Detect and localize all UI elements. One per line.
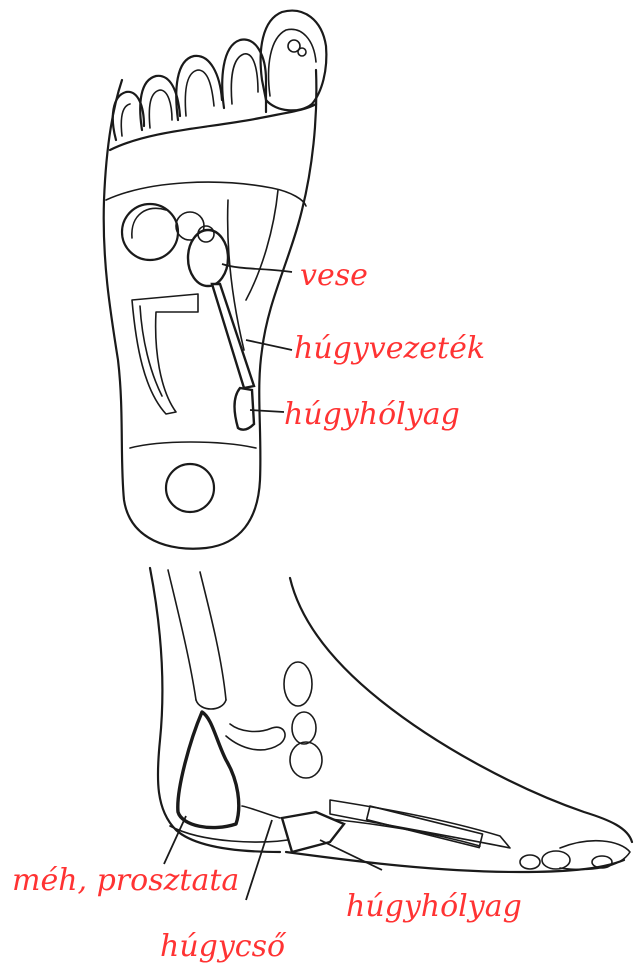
leader-hugycso: [246, 820, 272, 900]
toe-joint-2: [520, 855, 540, 869]
solar-plexus-inner: [132, 208, 166, 238]
intestine-inner: [140, 306, 162, 396]
label-hugyvezetek: húgyvezeték: [294, 331, 485, 366]
leader-meh-prosztata: [164, 816, 186, 864]
solar-plexus-zone: [122, 204, 178, 260]
toe-joint-1: [542, 851, 570, 869]
urethra-zone: [242, 806, 280, 818]
leader-hugyvezetek: [246, 340, 292, 350]
big-toe-inner: [269, 29, 316, 96]
ureter-zone: [212, 284, 254, 388]
label-meh-prosztata: méh, prosztata: [12, 863, 239, 898]
cuboid: [290, 742, 322, 778]
talus: [284, 662, 312, 706]
fourth-toe-inner: [149, 90, 172, 128]
kidney-zone: [188, 230, 228, 286]
tibia-end: [196, 700, 226, 709]
little-toe-inner: [121, 104, 130, 136]
metatarsal-1: [330, 800, 510, 848]
intestine-zone: [132, 294, 198, 414]
second-toe-inner: [231, 54, 258, 104]
third-toe-inner: [185, 70, 214, 116]
leader-hugyholyag-top: [250, 410, 284, 412]
sole-outline: [104, 70, 317, 549]
bladder-zone-sole: [235, 388, 255, 430]
heel-arc: [130, 442, 256, 448]
big-toe-spot-2: [298, 48, 306, 56]
leader-hugyholyag-bottom: [320, 840, 382, 870]
lateral-arc: [246, 190, 278, 300]
second-toe: [222, 39, 266, 112]
side-view: [150, 568, 632, 900]
tibia-2: [200, 572, 226, 700]
tibia: [168, 570, 196, 700]
foot-bottom: [286, 852, 624, 872]
uterus-prostate-zone: [178, 712, 239, 828]
leader-vese: [222, 264, 292, 272]
toe-outline: [560, 841, 630, 870]
label-hugyholyag-top: húgyhólyag: [284, 397, 460, 432]
third-toe: [176, 56, 222, 120]
calcaneus-joint: [226, 724, 285, 750]
label-vese: vese: [300, 258, 368, 293]
label-hugyholyag-bottom: húgyhólyag: [346, 889, 522, 924]
navicular: [292, 712, 316, 744]
heel-zone: [166, 464, 214, 512]
sole-view: [104, 11, 327, 549]
little-toe: [113, 92, 144, 140]
bladder-zone-side: [282, 812, 344, 852]
leg-back: [150, 568, 280, 852]
label-hugycso: húgycső: [160, 929, 287, 964]
fourth-toe: [140, 76, 180, 130]
